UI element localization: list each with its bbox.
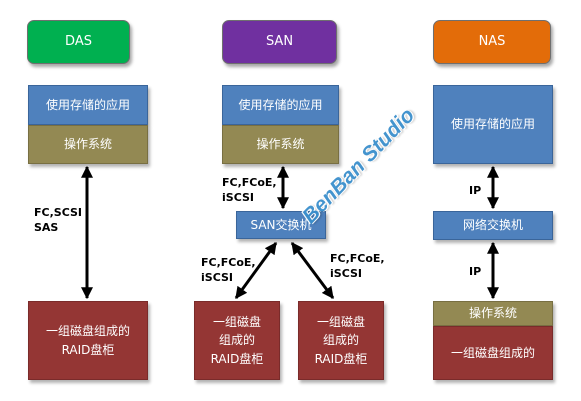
nas-switch-box: 网络交换机 — [433, 211, 553, 240]
das-storage-line1: 一组磁盘组成的 — [45, 323, 130, 338]
nas-storage-label: 一组磁盘组成的 — [450, 345, 535, 360]
san-header-label: SAN — [265, 33, 294, 49]
san-storage-right-box: 一组磁盘 组成的 RAID盘柜 — [298, 301, 384, 380]
san-switch-box: SAN交换机 — [236, 211, 326, 239]
san-storage-left-line3: RAID盘柜 — [210, 351, 264, 366]
nas-protocol-top-label: IP — [469, 184, 482, 197]
nas-header-label: NAS — [478, 33, 506, 49]
san-os-box: 操作系统 — [222, 125, 339, 164]
das-storage-box: 一组磁盘组成的 RAID盘柜 — [28, 301, 148, 380]
nas-switch-label: 网络交换机 — [462, 218, 523, 233]
san-app-label: 使用存储的应用 — [238, 97, 323, 112]
das-protocol-line1: FC,SCSI — [34, 206, 82, 219]
nas-app-label: 使用存储的应用 — [450, 117, 535, 132]
nas-os-box: 操作系统 — [433, 301, 553, 326]
san-storage-left-line2: 组成的 — [218, 333, 255, 348]
das-header: DAS — [27, 20, 130, 64]
san-storage-left-box: 一组磁盘 组成的 RAID盘柜 — [194, 301, 280, 380]
das-app-label: 使用存储的应用 — [45, 97, 130, 112]
nas-os-label: 操作系统 — [468, 306, 517, 321]
das-protocol-line2: SAS — [34, 221, 59, 234]
nas-protocol-bottom-label: IP — [469, 265, 482, 278]
nas-storage-box: 一组磁盘组成的 — [433, 326, 553, 380]
san-protocol-right-label: FC,FCoE, iSCSI — [330, 251, 385, 281]
san-protocol-left-line2: iSCSI — [201, 271, 233, 284]
das-storage-line2: RAID盘柜 — [61, 342, 115, 357]
san-protocol-top-line1: FC,FCoE, — [222, 176, 277, 189]
san-protocol-top-label: FC,FCoE, iSCSI — [222, 175, 277, 205]
das-protocol-label: FC,SCSI SAS — [34, 205, 82, 235]
san-arrow-right — [290, 242, 335, 299]
san-protocol-right-line2: iSCSI — [330, 267, 362, 280]
das-header-label: DAS — [65, 33, 92, 49]
san-os-label: 操作系统 — [256, 137, 305, 152]
nas-header: NAS — [433, 20, 551, 64]
san-switch-label: SAN交换机 — [250, 217, 312, 232]
san-app-box: 使用存储的应用 — [222, 85, 339, 125]
san-header: SAN — [222, 20, 337, 64]
das-app-box: 使用存储的应用 — [28, 85, 148, 125]
san-arrow-left — [234, 242, 278, 299]
san-protocol-right-line1: FC,FCoE, — [330, 252, 385, 265]
san-storage-left-line1: 一组磁盘 — [212, 314, 261, 329]
san-storage-right-line3: RAID盘柜 — [314, 351, 368, 366]
san-storage-right-line1: 一组磁盘 — [316, 314, 365, 329]
san-protocol-top-line2: iSCSI — [222, 191, 254, 204]
das-os-label: 操作系统 — [63, 137, 112, 152]
das-os-box: 操作系统 — [28, 125, 148, 164]
nas-app-box: 使用存储的应用 — [433, 85, 553, 164]
san-storage-right-line2: 组成的 — [322, 333, 359, 348]
